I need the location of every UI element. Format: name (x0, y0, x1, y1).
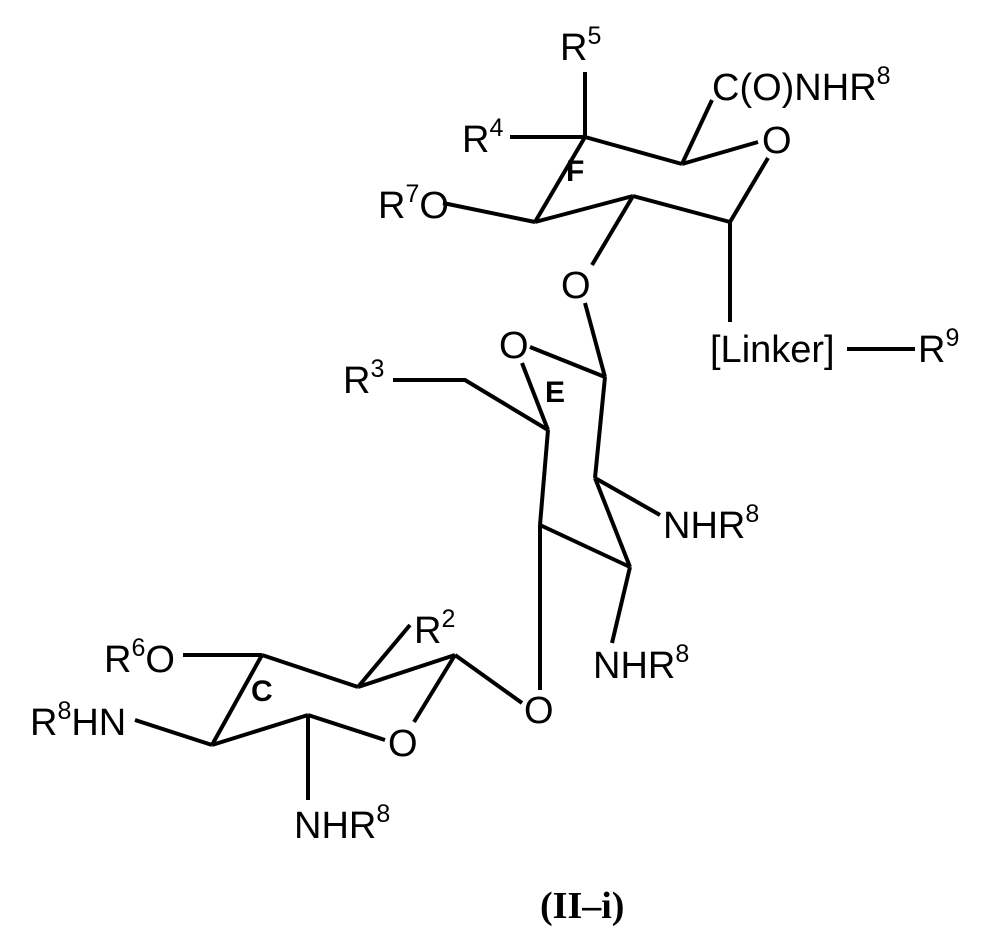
ring-label-e: E (545, 376, 565, 409)
bond (612, 567, 630, 643)
bond (530, 347, 605, 377)
r5-label: R5 (560, 22, 601, 69)
bond (393, 380, 548, 430)
nhr8-e2-label: NHR8 (593, 640, 689, 687)
compound-label: (II–i) (540, 885, 624, 927)
glycosidic-oxygen-fe: O (561, 265, 591, 307)
bond (455, 655, 522, 703)
linker-label: [Linker] (710, 329, 835, 371)
glycosidic-oxygen-ec: O (524, 690, 554, 732)
e-ring-oxygen: O (499, 325, 529, 367)
atom-labels: R5 R4 R7O C(O)NHR8 O O [Linker] R9 O R3 … (30, 22, 959, 847)
bond (308, 715, 385, 740)
r3-label: R3 (343, 355, 384, 402)
bond (585, 303, 605, 377)
nhr8-e1-label: NHR8 (663, 500, 759, 547)
bond (585, 137, 682, 164)
r8hn-label: R8HN (30, 697, 126, 744)
bond (633, 196, 730, 222)
conhr8-label: C(O)NHR8 (712, 62, 891, 109)
r2-label: R2 (414, 605, 455, 652)
ring-label-c: C (251, 675, 273, 708)
r9-label: R9 (918, 324, 959, 371)
bond (595, 377, 605, 478)
r4-label: R4 (462, 114, 503, 161)
bond (443, 203, 535, 222)
bond (682, 142, 758, 164)
r7o-label: R7O (378, 180, 449, 227)
nhr8-c-label: NHR8 (294, 800, 390, 847)
bond (540, 430, 548, 525)
bond (262, 655, 358, 687)
f-ring-oxygen: O (762, 120, 792, 162)
bond (682, 100, 712, 164)
r6o-label: R6O (104, 634, 175, 681)
c-ring-oxygen: O (388, 723, 418, 765)
bond (595, 478, 660, 515)
bond (730, 158, 768, 222)
ring-label-f: F (566, 155, 584, 188)
bond (135, 720, 212, 745)
